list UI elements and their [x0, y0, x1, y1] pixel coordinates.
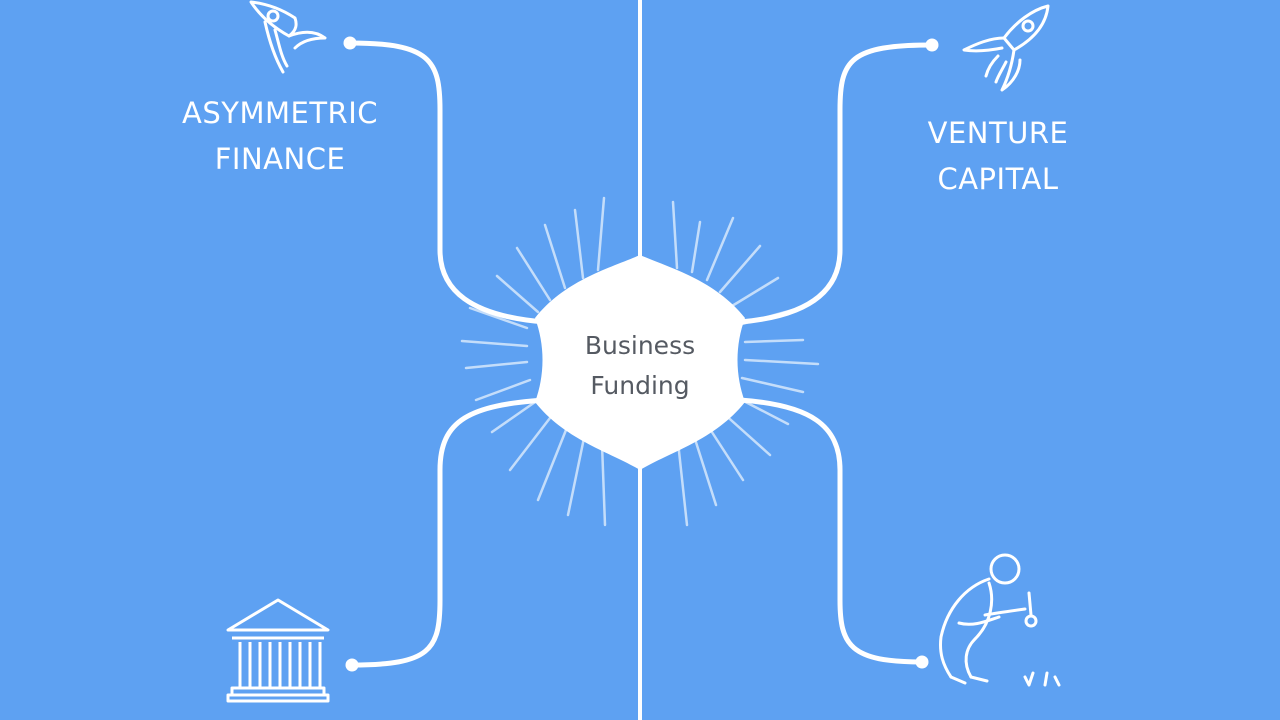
rocket-icon	[962, 4, 1050, 92]
bank-building-icon	[226, 598, 330, 703]
connector-bottom-left	[349, 397, 548, 668]
hub-shape	[535, 255, 745, 470]
hub-label-line: Business	[584, 331, 696, 360]
connector-top-right	[737, 42, 935, 325]
hub-label: Business Funding	[540, 326, 740, 406]
connector-bottom-right	[737, 397, 925, 665]
endpoint-top-left	[343, 36, 357, 50]
rocket-icon	[249, 0, 327, 74]
branch-label-asymmetric-finance: ASYMMETRIC FINANCE	[160, 90, 400, 182]
connector-top-left	[347, 40, 548, 325]
hub-label-line: Funding	[590, 371, 690, 400]
connector-lines	[347, 40, 935, 668]
endpoint-bottom-right	[915, 655, 929, 669]
branch-label-line: CAPITAL	[937, 162, 1059, 196]
branch-label-line: FINANCE	[214, 142, 346, 176]
person-planting-icon	[939, 553, 1061, 687]
endpoint-top-right	[925, 38, 939, 52]
branch-label-venture-capital: VENTURE CAPITAL	[898, 110, 1098, 202]
connector-endpoints	[343, 36, 939, 672]
hub-rays	[460, 196, 820, 527]
branch-label-line: VENTURE	[927, 116, 1069, 150]
endpoint-bottom-left	[345, 658, 359, 672]
branch-label-line: ASYMMETRIC	[182, 96, 378, 130]
